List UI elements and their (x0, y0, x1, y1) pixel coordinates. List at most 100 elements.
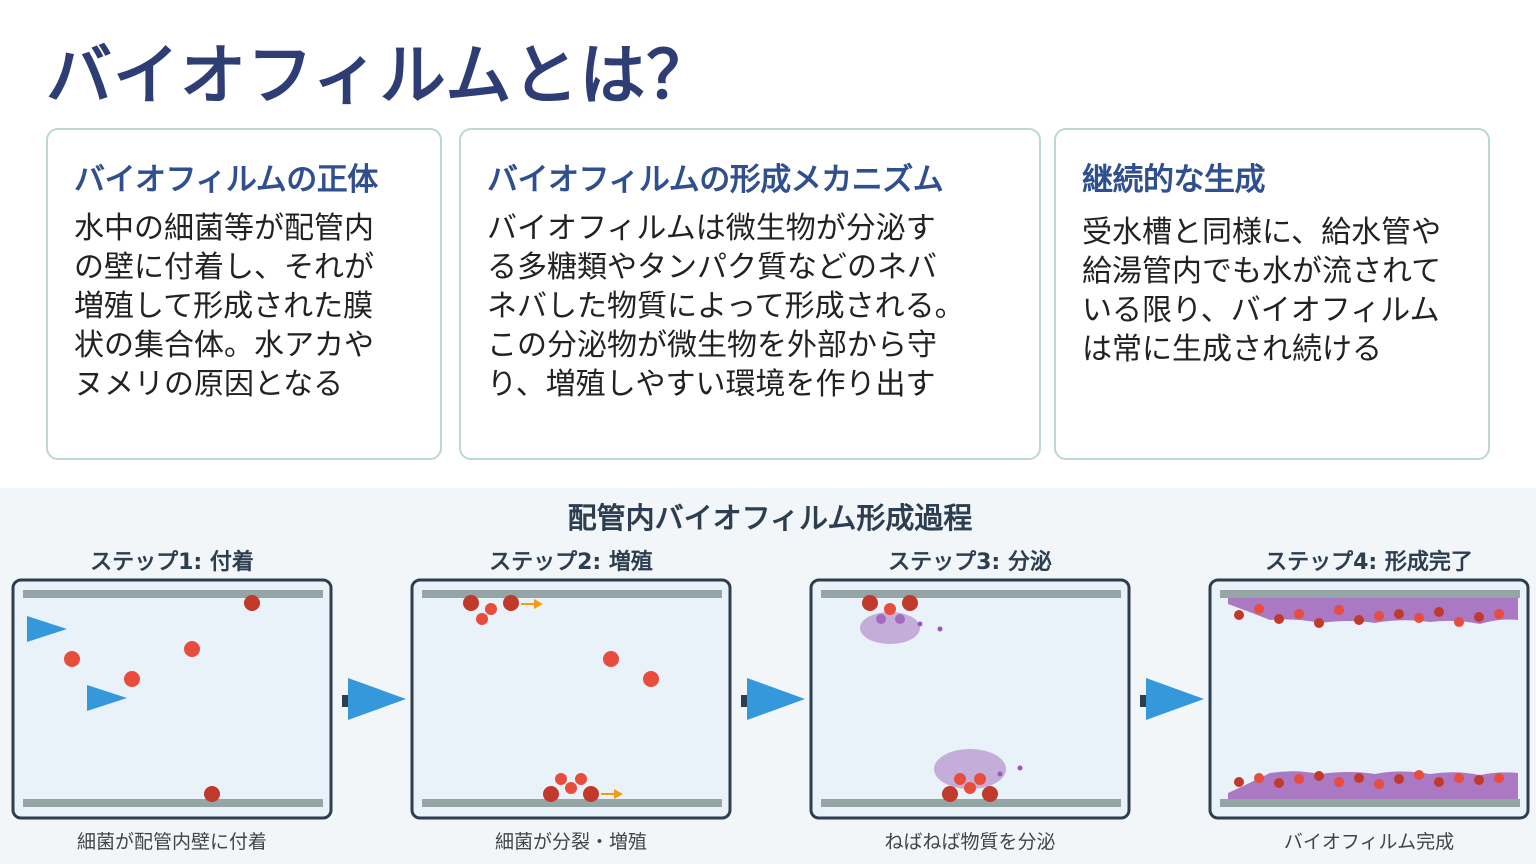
card-line: ヌメリの原因となる (74, 367, 344, 402)
pipe-wall-top (23, 590, 323, 598)
arrow-right-icon (348, 678, 406, 720)
bacterium (1434, 777, 1444, 787)
step-caption-3: ねばねば物質を分泌 (884, 831, 1055, 853)
growth-arrow-head (614, 789, 623, 799)
bacterium (184, 641, 200, 657)
bacterium (1474, 775, 1484, 785)
card-biofilm-identity: バイオフィルムの正体 水中の細菌等が配管内 の壁に付着し、それが 増殖して形成さ… (46, 128, 442, 460)
bacterium (1354, 773, 1364, 783)
bacterium (1334, 605, 1344, 615)
bacterium (1454, 773, 1464, 783)
growth-arrow-head (534, 599, 543, 609)
bacterium (1274, 778, 1284, 788)
bacterium (463, 595, 479, 611)
bacterium (1454, 617, 1464, 627)
step-panel-2 (410, 578, 732, 820)
bacterium (1274, 614, 1284, 624)
pipe-wall-bottom (821, 799, 1121, 807)
card-line: ネバした物質によって形成される。 (487, 289, 965, 324)
bacterium (1294, 774, 1304, 784)
arrow-right-icon (1146, 678, 1204, 720)
card-line: る多糖類やタンパク質などのネバ (487, 250, 937, 285)
bacterium (982, 786, 998, 802)
bacterium (1374, 779, 1384, 789)
pipe-wall-bottom (422, 799, 722, 807)
bacterium (1394, 609, 1404, 619)
bacterium (1254, 773, 1264, 783)
bacterium (503, 595, 519, 611)
secretion-particle (876, 614, 886, 624)
secretion-particle (895, 614, 905, 624)
step-panel-4 (1208, 578, 1530, 820)
arrow-stub (1140, 695, 1148, 707)
bacterium (1494, 773, 1504, 783)
step-caption-4: バイオフィルム完成 (1284, 831, 1454, 853)
card-continuous-generation: 継続的な生成 受水槽と同様に、給水管や 給湯管内でも水が流されて いる限り、バイ… (1054, 128, 1490, 460)
secretion-particle (997, 771, 1003, 777)
bacterium (1234, 777, 1244, 787)
bacterium (884, 603, 896, 615)
step-caption-2: 細菌が分裂・増殖 (495, 831, 647, 853)
step-label-3: ステップ3: 分泌 (888, 549, 1052, 575)
process-arrow (1140, 678, 1204, 720)
pipe-wall-top (422, 590, 722, 598)
card-line: いる限り、バイオフィルム (1082, 293, 1440, 328)
card-line: り、増殖しやすい環境を作り出す (487, 367, 936, 402)
bacterium (476, 613, 488, 625)
bacterium (64, 651, 80, 667)
bacterium (204, 786, 220, 802)
secretion-particle (917, 621, 923, 627)
step-label-4: ステップ4: 形成完了 (1265, 549, 1473, 575)
secretion-particle (1017, 765, 1023, 771)
arrow-right-icon (747, 678, 805, 720)
bacterium (942, 786, 958, 802)
biofilm-formation-diagram: 配管内バイオフィルム形成過程 ステップ1: 付着 ステップ2: 増殖 ステップ3… (11, 501, 1530, 853)
bacterium (1434, 607, 1444, 617)
bacterium (543, 786, 559, 802)
bacterium (1414, 770, 1424, 780)
bacterium (485, 603, 497, 615)
pipe-wall-bottom (1220, 799, 1520, 807)
bacterium (565, 782, 577, 794)
step-label-1: ステップ1: 付着 (90, 549, 254, 575)
step-caption-1: 細菌が配管内壁に付着 (77, 831, 267, 853)
slime-matrix (860, 612, 920, 644)
arrow-stub (741, 695, 749, 707)
bacterium (1334, 777, 1344, 787)
step-panel-1 (11, 578, 333, 820)
card-formation-mechanism: バイオフィルムの形成メカニズム バイオフィルムは微生物が分泌す る多糖類やタンパ… (459, 128, 1041, 460)
pipe-interior (410, 578, 732, 820)
card-line: 給湯管内でも水が流されて (1082, 254, 1442, 289)
card-body: 受水槽と同様に、給水管や 給湯管内でも水が流されて いる限り、バイオフィルム は… (1082, 213, 1466, 369)
pipe-interior (11, 578, 333, 820)
bacterium (1474, 612, 1484, 622)
card-line: 水中の細菌等が配管内 (74, 211, 374, 246)
bacterium (1254, 604, 1264, 614)
bacterium (902, 595, 918, 611)
card-line: の壁に付着し、それが (74, 250, 374, 285)
bacterium (1294, 609, 1304, 619)
bacterium (974, 773, 986, 785)
card-body: 水中の細菌等が配管内 の壁に付着し、それが 増殖して形成された膜 状の集合体。水… (74, 209, 418, 404)
card-heading: バイオフィルムの形成メカニズム (487, 162, 944, 198)
pipe-interior (1208, 578, 1530, 820)
bacterium (1314, 618, 1324, 628)
card-line: 受水槽と同様に、給水管や (1082, 215, 1442, 250)
bacterium (555, 773, 567, 785)
water-flow-arrow (27, 616, 67, 642)
bacterium (575, 773, 587, 785)
step-label-2: ステップ2: 増殖 (489, 549, 653, 575)
bacterium (1494, 609, 1504, 619)
pipe-wall-bottom (23, 799, 323, 807)
card-body: バイオフィルムは微生物が分泌す る多糖類やタンパク質などのネバ ネバした物質によ… (487, 209, 1017, 404)
step-panel-3 (809, 578, 1131, 820)
page-title: バイオフィルムとは？ (46, 37, 714, 114)
diagram-title: 配管内バイオフィルム形成過程 (568, 501, 973, 535)
card-line: は常に生成され続ける (1082, 332, 1382, 367)
card-heading: バイオフィルムの正体 (74, 162, 378, 198)
pipe-wall-top (821, 590, 1121, 598)
water-flow-arrow (87, 685, 127, 711)
bacterium (1394, 774, 1404, 784)
bacterium (954, 773, 966, 785)
bacterium (603, 651, 619, 667)
